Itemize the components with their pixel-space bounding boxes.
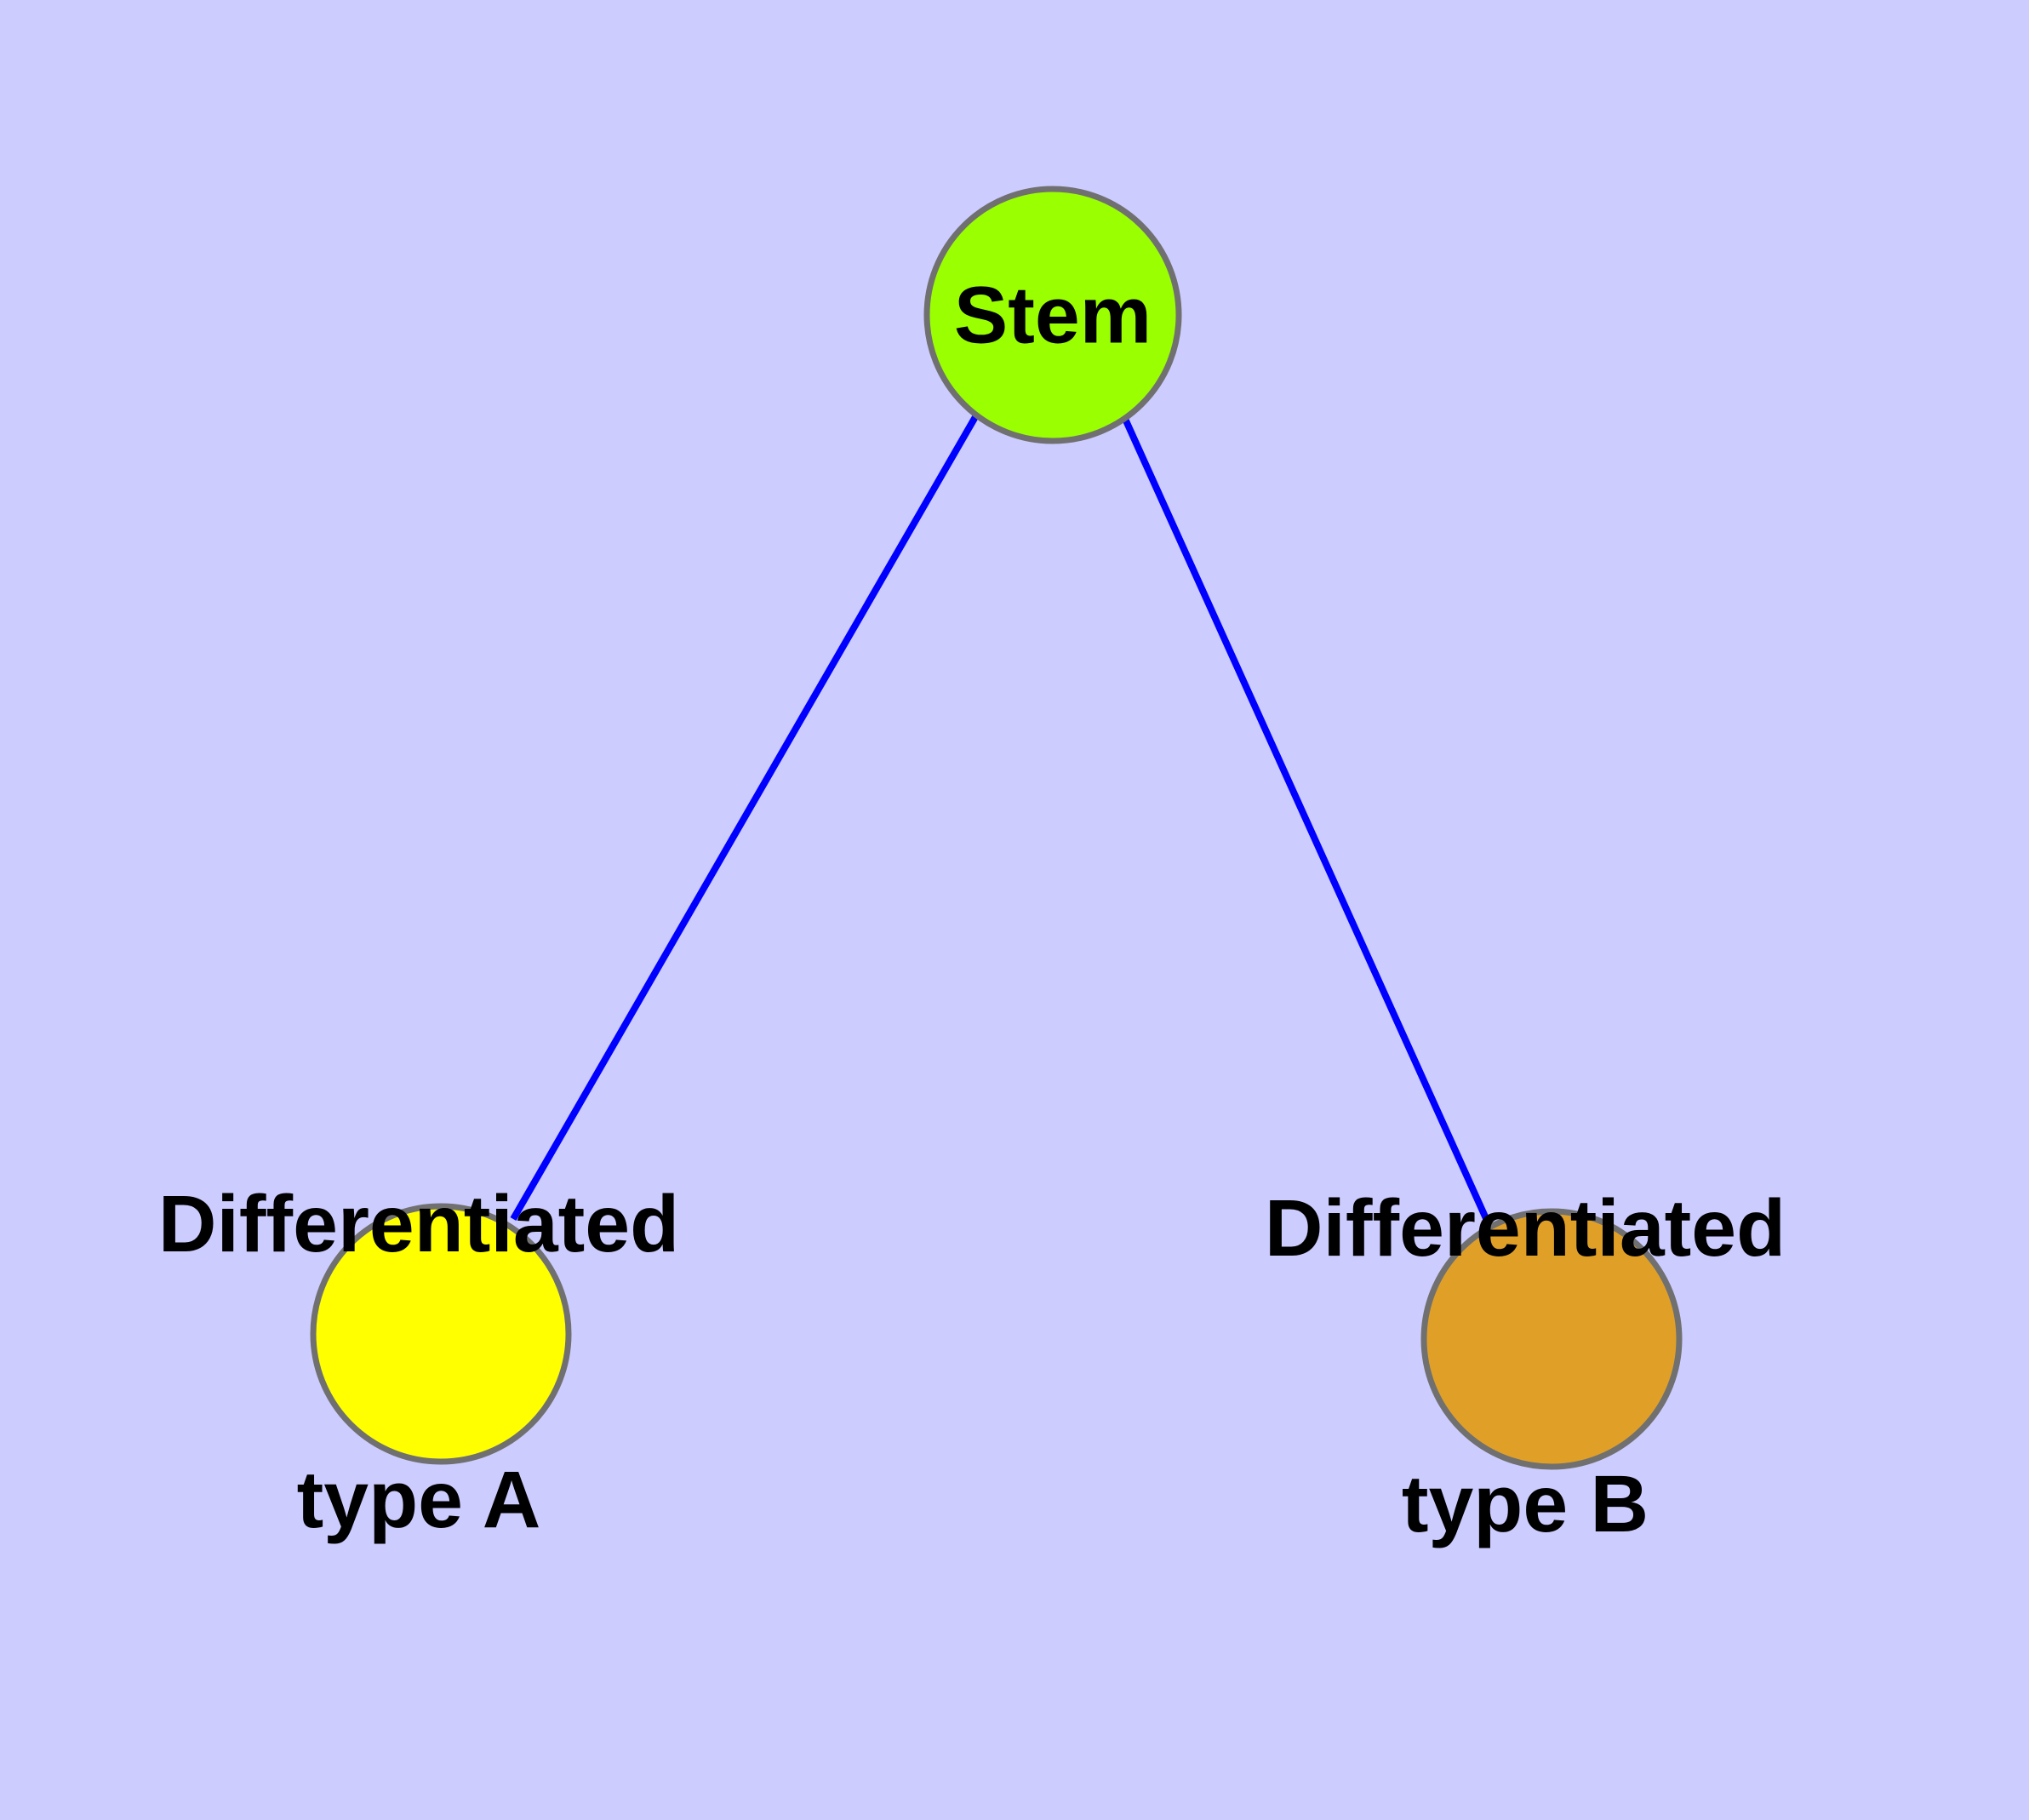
node-differentiated-type-b[interactable] <box>1420 1208 1683 1470</box>
node-stem[interactable] <box>923 186 1182 444</box>
node-differentiated-type-a[interactable] <box>310 1203 572 1465</box>
edge-stem-to-type-a <box>510 414 980 1221</box>
edge-stem-to-type-b <box>1122 417 1492 1226</box>
